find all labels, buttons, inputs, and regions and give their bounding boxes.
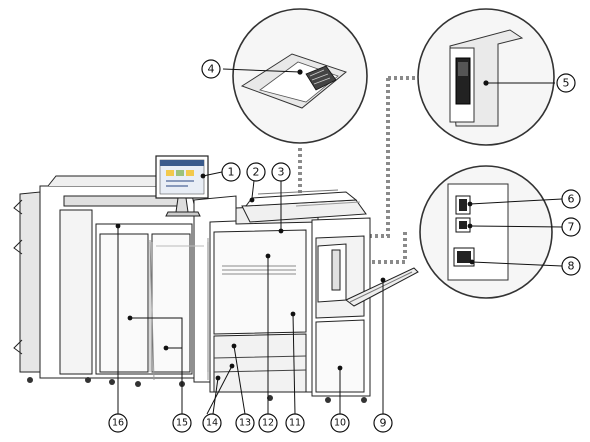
screen-header bbox=[160, 160, 204, 166]
callout-16: 16 bbox=[108, 413, 128, 433]
svg-text:6: 6 bbox=[568, 193, 575, 206]
svg-text:10: 10 bbox=[334, 418, 346, 429]
svg-text:7: 7 bbox=[568, 221, 575, 234]
svg-text:2: 2 bbox=[253, 166, 260, 179]
svg-text:13: 13 bbox=[239, 418, 251, 429]
callout-10: 10 bbox=[330, 413, 350, 433]
callout-5: 5 bbox=[556, 73, 576, 93]
svg-text:3: 3 bbox=[278, 166, 285, 179]
callout-7: 7 bbox=[561, 217, 581, 237]
callout-13: 13 bbox=[235, 413, 255, 433]
callout-2: 2 bbox=[246, 162, 266, 182]
svg-text:4: 4 bbox=[208, 63, 215, 76]
leader-lines bbox=[117, 68, 563, 415]
control-key-icon bbox=[305, 65, 337, 91]
callout-11: 11 bbox=[285, 413, 305, 433]
zoom-circle-interface-ports bbox=[419, 165, 553, 299]
leader-dots bbox=[115, 69, 489, 381]
touch-monitor bbox=[155, 155, 209, 217]
zoom-circle-power-switch bbox=[417, 8, 555, 146]
svg-text:14: 14 bbox=[206, 418, 218, 429]
svg-text:12: 12 bbox=[262, 418, 274, 429]
callout-4: 4 bbox=[201, 59, 221, 79]
zoom-circle-control-panel bbox=[232, 8, 368, 144]
svg-text:15: 15 bbox=[176, 418, 188, 429]
lan-port-icon bbox=[453, 247, 475, 267]
finisher-unit bbox=[13, 175, 195, 379]
svg-text:5: 5 bbox=[563, 77, 570, 90]
power-switch-icon bbox=[455, 57, 471, 105]
callout-14: 14 bbox=[202, 413, 222, 433]
callout-3: 3 bbox=[271, 162, 291, 182]
callout-8: 8 bbox=[561, 256, 581, 276]
output-tray bbox=[345, 267, 419, 307]
callout-12: 12 bbox=[258, 413, 278, 433]
svg-text:11: 11 bbox=[289, 418, 301, 429]
callout-6: 6 bbox=[561, 189, 581, 209]
svg-text:9: 9 bbox=[380, 417, 387, 430]
svg-text:16: 16 bbox=[112, 418, 124, 429]
svg-text:8: 8 bbox=[568, 260, 575, 273]
callout-15: 15 bbox=[172, 413, 192, 433]
callout-1: 1 bbox=[221, 162, 241, 182]
document-feeder bbox=[241, 189, 367, 223]
svg-text:1: 1 bbox=[228, 166, 235, 179]
callout-9: 9 bbox=[373, 413, 393, 433]
main-body bbox=[209, 203, 319, 393]
